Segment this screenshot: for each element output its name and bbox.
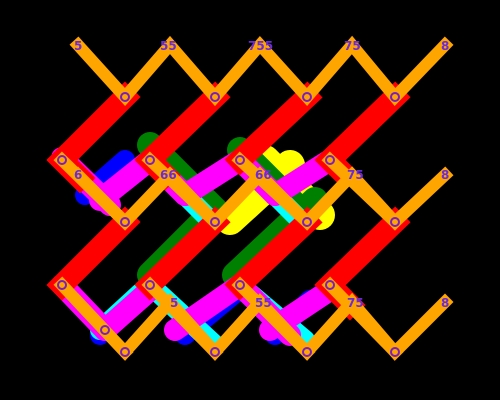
orange-chain-top <box>69 35 454 107</box>
node <box>302 92 312 102</box>
node <box>57 155 67 165</box>
node <box>390 347 400 357</box>
node <box>390 92 400 102</box>
node <box>235 280 245 290</box>
node-label: 75 <box>347 168 364 182</box>
node-label: 66 <box>160 168 177 182</box>
red-bond <box>134 81 231 176</box>
node <box>325 155 335 165</box>
node-label: 55 <box>255 296 272 310</box>
node <box>120 217 130 227</box>
node <box>325 280 335 290</box>
orange-bonds <box>53 35 454 361</box>
red-bond <box>46 81 141 176</box>
node-label: 5 <box>170 296 178 310</box>
node-label: 8 <box>441 39 449 53</box>
node <box>145 155 155 165</box>
red-bond <box>314 81 411 176</box>
node-label: 75 <box>347 296 364 310</box>
orange-bond <box>141 276 224 361</box>
node-label: 755 <box>248 39 273 53</box>
red-bond <box>314 206 411 301</box>
nodes <box>57 92 400 357</box>
node <box>210 347 220 357</box>
orange-bond <box>321 151 404 231</box>
node <box>120 92 130 102</box>
orange-bond <box>231 151 316 231</box>
node <box>100 325 110 335</box>
node-label: 55 <box>160 39 177 53</box>
node <box>120 347 130 357</box>
node-label: 5 <box>74 39 82 53</box>
node <box>145 280 155 290</box>
red-bond <box>46 206 141 301</box>
node-label: 8 <box>441 168 449 182</box>
node <box>210 217 220 227</box>
node <box>302 217 312 227</box>
orange-bond <box>141 151 224 231</box>
node-label: 8 <box>441 296 449 310</box>
node-label: 6 <box>74 168 82 182</box>
red-bond <box>224 81 323 176</box>
node <box>390 217 400 227</box>
node-labels: 5 55 755 75 8 6 66 66 75 8 5 55 75 8 <box>74 39 449 310</box>
red-bond <box>224 206 323 301</box>
node <box>57 280 67 290</box>
orange-bond <box>231 276 316 361</box>
node <box>302 347 312 357</box>
node-label: 75 <box>344 39 361 53</box>
orange-bond <box>321 276 404 361</box>
node <box>235 155 245 165</box>
orange-bond <box>53 151 134 231</box>
orange-bond <box>53 276 134 361</box>
magenta-bond <box>94 279 161 341</box>
red-bond <box>134 206 231 301</box>
node <box>210 92 220 102</box>
node-label: 66 <box>255 168 272 182</box>
